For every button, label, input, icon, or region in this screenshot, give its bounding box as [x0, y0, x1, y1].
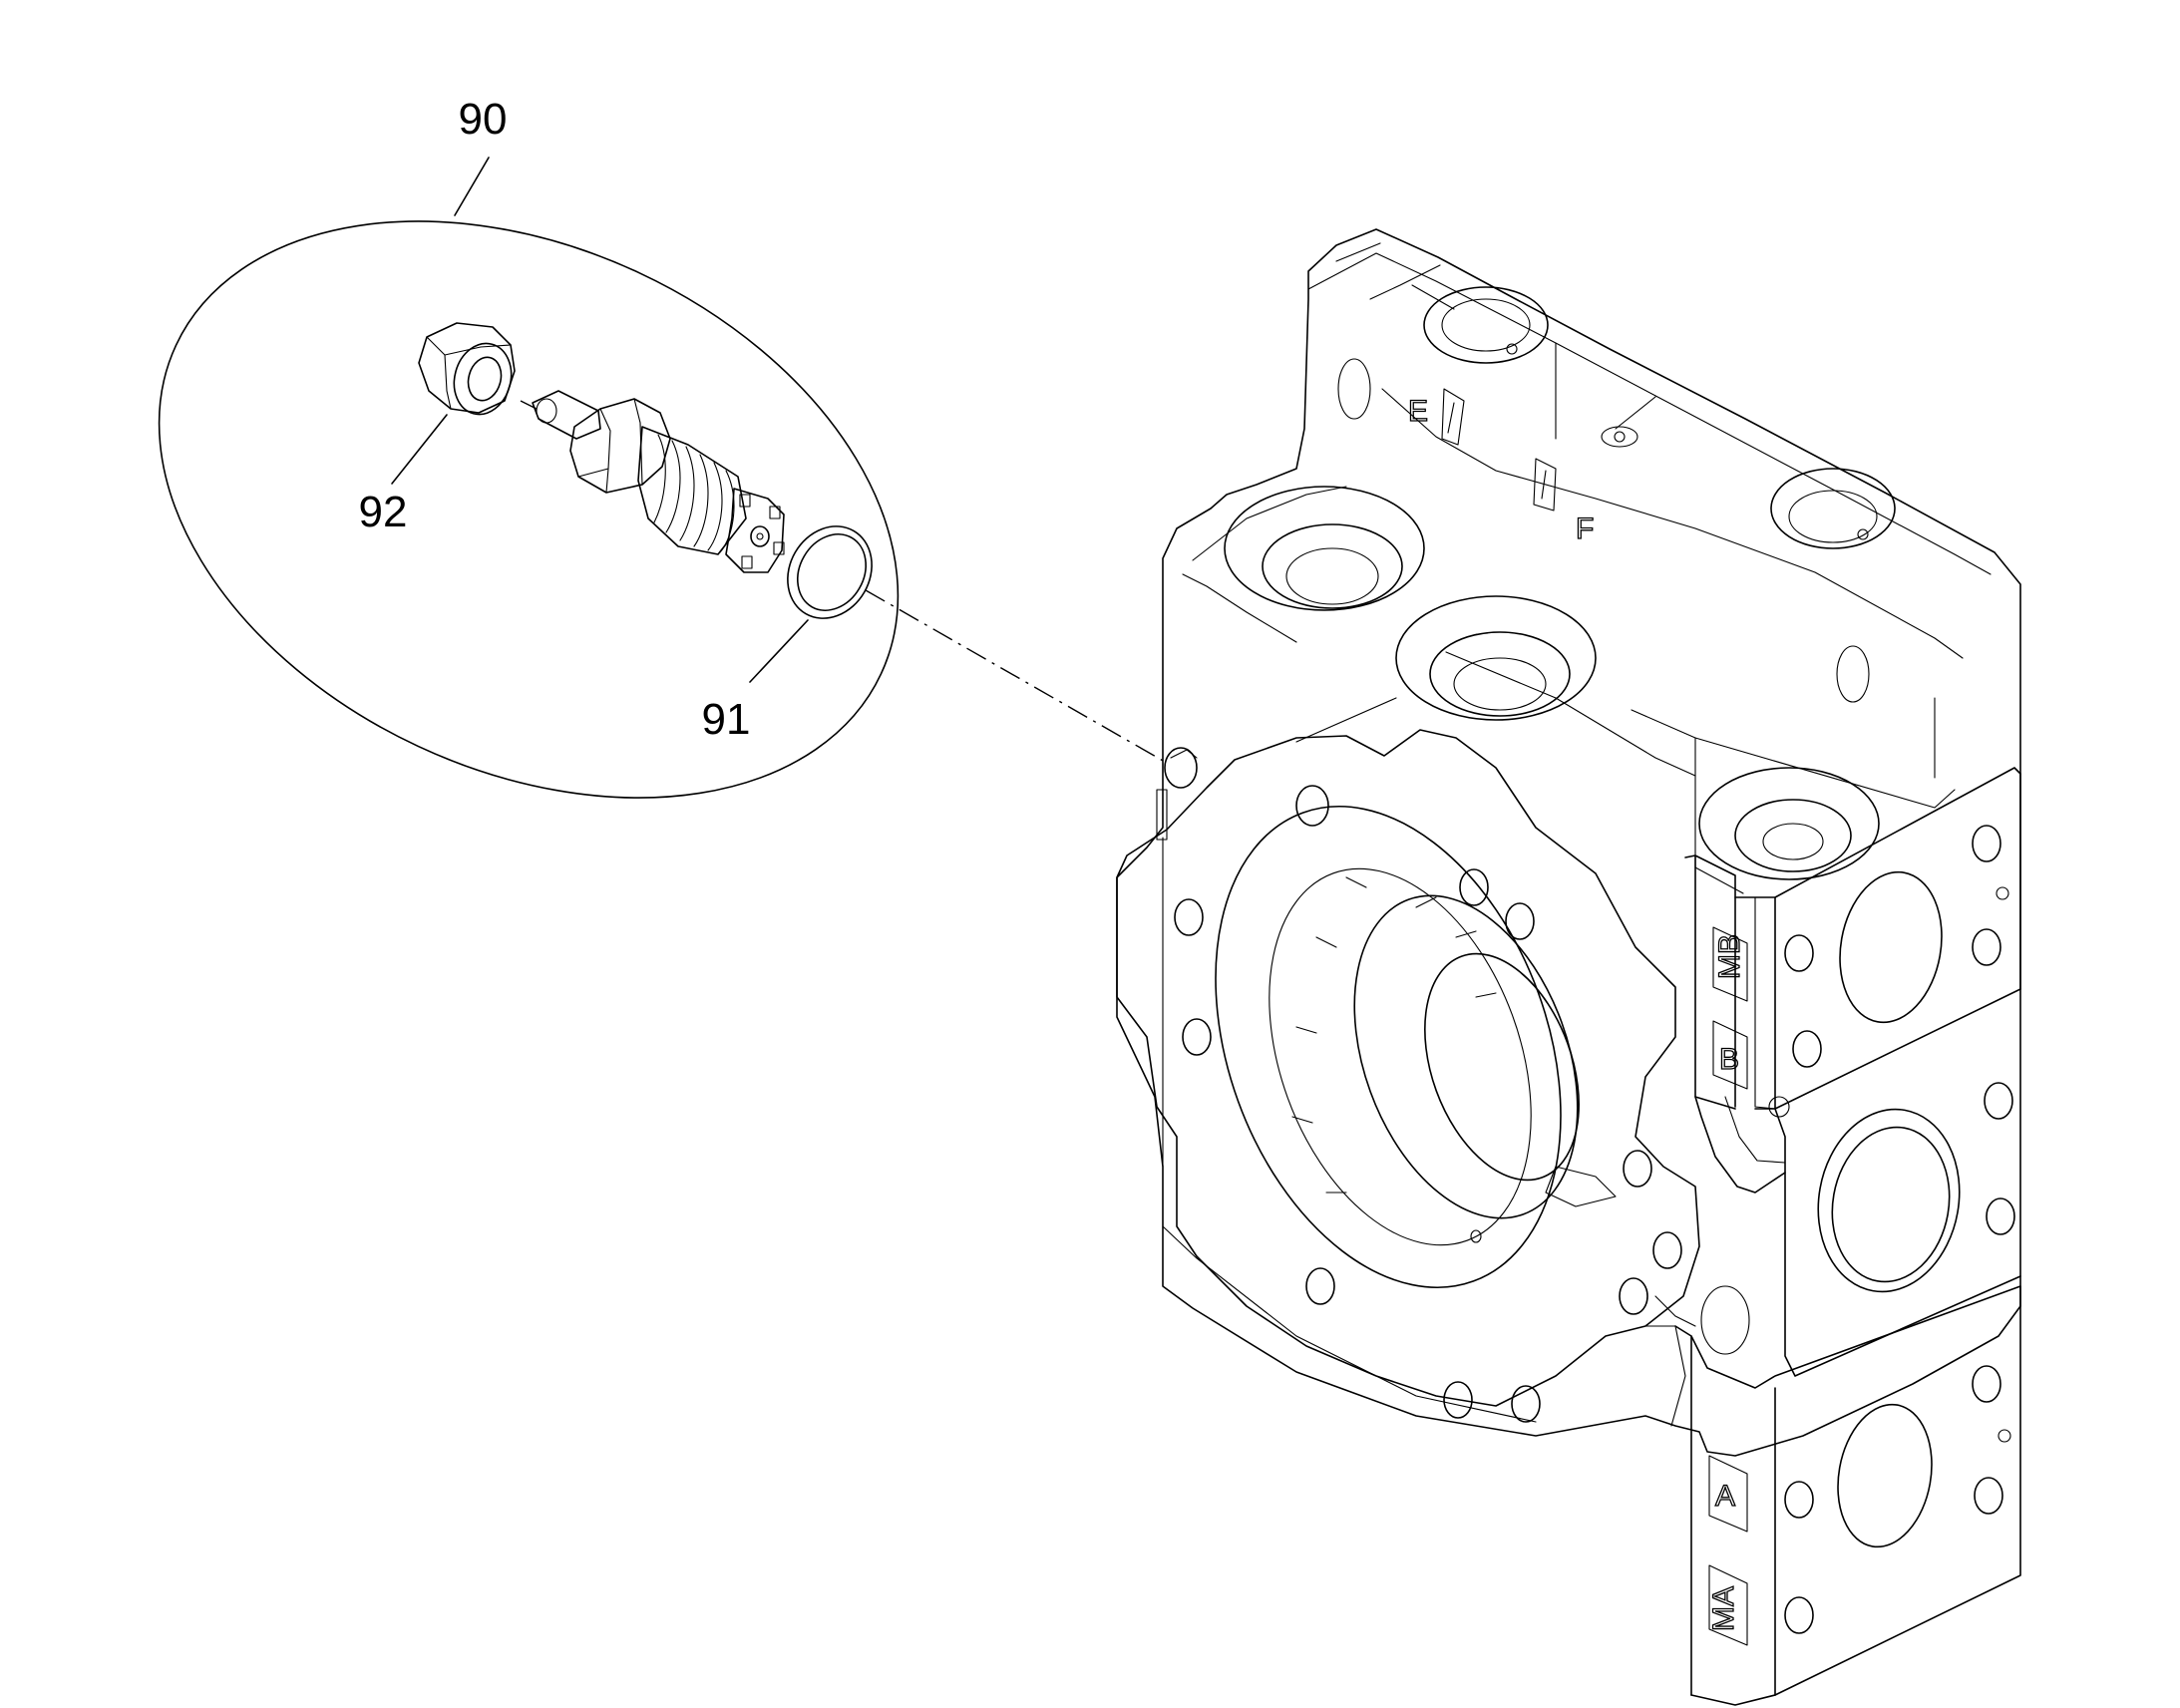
detail-ellipse — [158, 220, 900, 799]
marking-a: A — [1715, 1480, 1735, 1513]
marking-b: B — [1719, 1043, 1739, 1076]
marking-ma: MA — [1707, 1586, 1740, 1631]
marking-mb: MB — [1713, 934, 1746, 979]
valve-cartridge-part — [520, 390, 785, 573]
nut-part — [418, 322, 516, 416]
marking-e: E — [1408, 395, 1428, 428]
callout-91: 91 — [702, 695, 751, 744]
callout-90: 90 — [459, 95, 508, 144]
callout-92: 92 — [359, 488, 408, 536]
leader-91 — [749, 619, 809, 683]
o-ring-part — [787, 525, 873, 619]
leader-90 — [454, 157, 490, 216]
leader-92 — [391, 414, 448, 485]
marking-f: F — [1576, 512, 1594, 545]
valve-housing: E F — [1116, 228, 2021, 1706]
assembly-centerline — [865, 589, 1166, 763]
